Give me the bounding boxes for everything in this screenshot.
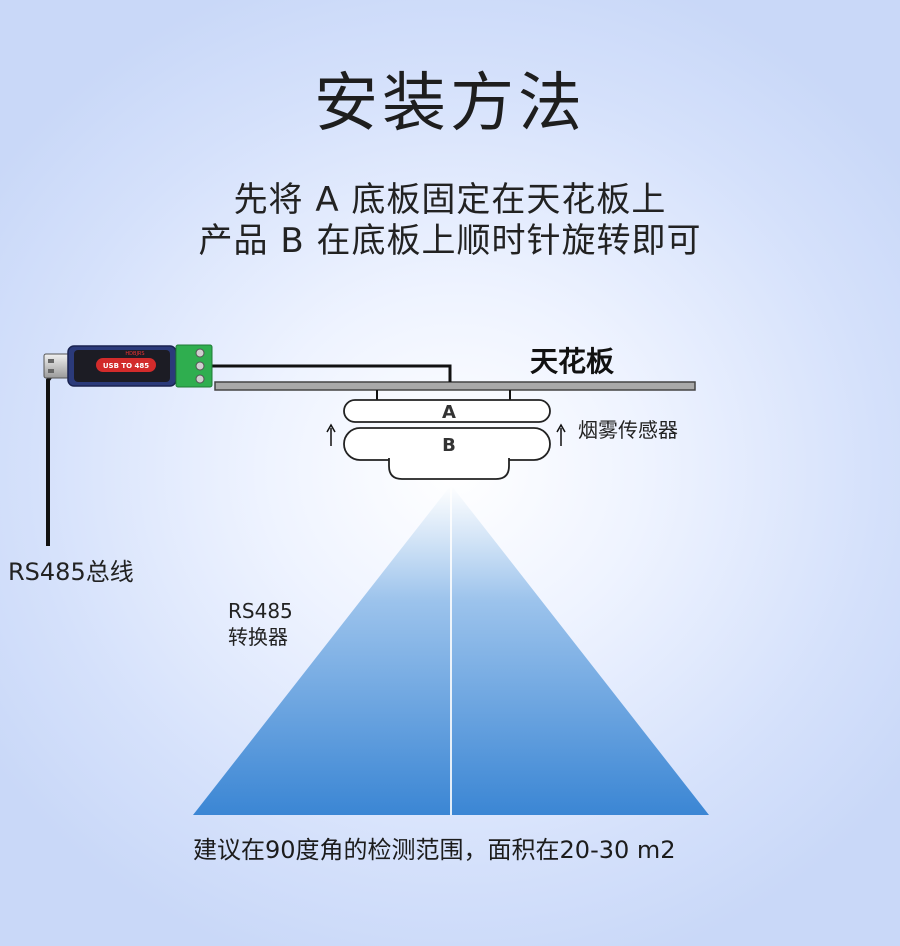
part-a-label: A [442, 402, 456, 423]
sensor-base-a: A [343, 390, 551, 423]
bus-wire [46, 370, 56, 546]
instruction-line-2: 产品 B 在底板上顺时针旋转即可 [198, 221, 702, 261]
ceiling-label: 天花板 [530, 345, 615, 378]
converter-label-line1: RS485 [228, 599, 293, 623]
smoke-sensor-label: 烟雾传感器 [578, 418, 678, 442]
converter-label: RS485 转换器 [228, 598, 293, 650]
converter-device-label: USB TO 485 [103, 362, 149, 370]
signal-wire [212, 364, 452, 382]
part-b-label: B [442, 435, 456, 456]
up-arrow-icon [556, 423, 566, 446]
rs485-bus-label: RS485总线 [8, 558, 134, 586]
ceiling-bar [214, 381, 696, 391]
page-title: 安装方法 [314, 67, 586, 141]
detection-range-caption: 建议在90度角的检测范围，面积在20-30 m2 [193, 836, 676, 864]
up-arrow-icon [326, 423, 336, 446]
detection-cone [193, 485, 709, 815]
converter-label-line2: 转换器 [228, 625, 288, 649]
rs485-converter-device: USB TO 485 HDBJRS [43, 344, 213, 388]
instruction-line-1: 先将 A 底板固定在天花板上 [233, 180, 667, 220]
sensor-body-b: B [343, 427, 551, 480]
converter-brand-text: HDBJRS [125, 351, 144, 357]
